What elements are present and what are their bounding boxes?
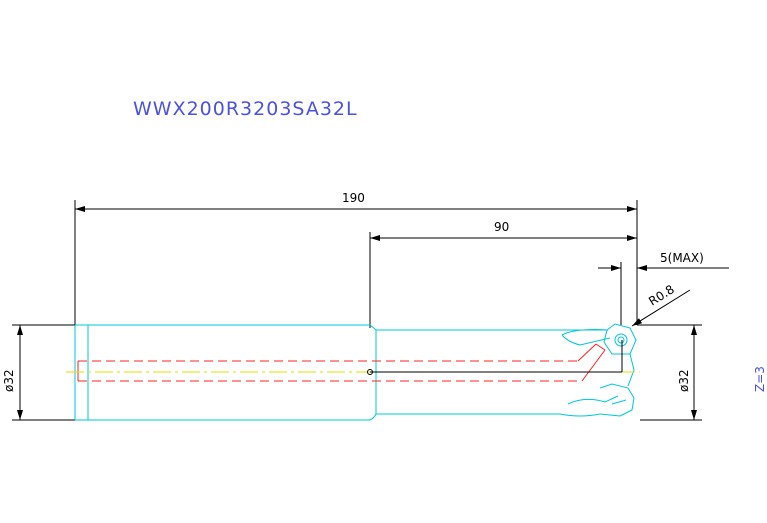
dim-cutting-diameter-label: ø32	[677, 369, 691, 392]
dim-overall-length-label: 190	[342, 191, 365, 205]
dim-radius: R0.8	[631, 282, 691, 327]
dim-head-length-label: 90	[494, 220, 509, 234]
dim-cutting-diameter: ø32	[637, 324, 702, 421]
dim-radius-label: R0.8	[646, 282, 677, 308]
dim-max-depth-label: 5(MAX)	[660, 251, 704, 265]
dim-overall-length: 190	[74, 191, 638, 325]
coolant-channel	[77, 343, 606, 382]
teeth-count-label: Z=3	[753, 366, 767, 392]
dim-head-length: 90	[369, 220, 637, 328]
dim-shank-diameter-label: ø32	[2, 369, 16, 392]
dim-max-depth: 5(MAX)	[598, 251, 729, 325]
drawing-title: WWX200R3203SA32L	[133, 98, 358, 120]
reference-lines	[367, 340, 623, 375]
dim-shank-diameter: ø32	[2, 324, 78, 421]
